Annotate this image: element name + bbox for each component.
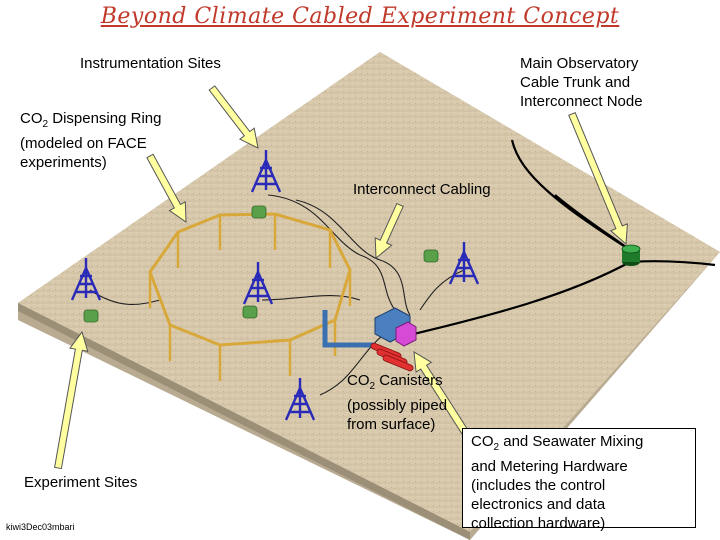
callout-arrow — [208, 85, 259, 149]
instrumentation-tower — [250, 150, 282, 193]
callout-arrow — [146, 153, 187, 223]
instrumentation-tower — [70, 258, 102, 301]
label-interconnect-cabling: Interconnect Cabling — [353, 181, 491, 198]
observatory-node — [621, 244, 641, 266]
callout-arrow — [374, 202, 404, 260]
callout-arrow — [413, 351, 469, 435]
label-co2-dispensing-ring: CO2 Dispensing Ring (modeled on FACE exp… — [20, 110, 162, 171]
credit-text: kiwi3Dec03mbari — [6, 522, 75, 532]
instrumentation-tower — [448, 242, 480, 285]
label-main-observatory: Main Observatory Cable Trunk and Interco… — [520, 55, 643, 110]
label-co2-canisters: CO2 Canisters (possibly piped from surfa… — [347, 372, 448, 433]
label-mixing-hardware: CO2 and Seawater Mixing and Metering Har… — [462, 428, 696, 532]
page-title: Beyond Climate Cabled Experiment Concept — [100, 4, 620, 29]
instrumentation-tower — [242, 262, 274, 305]
seafloor-slab — [18, 52, 720, 540]
instrumentation-tower — [284, 378, 316, 421]
label-experiment-sites: Experiment Sites — [24, 474, 138, 491]
callout-arrow — [54, 330, 89, 470]
co2-canisters — [370, 342, 414, 372]
mixing-hardware — [322, 307, 417, 348]
experiment-site-markers — [83, 205, 439, 323]
label-instrumentation-sites: Instrumentation Sites — [80, 55, 221, 72]
instrumentation-towers — [70, 150, 480, 421]
callout-arrows — [54, 85, 628, 470]
callout-arrow — [568, 112, 628, 246]
